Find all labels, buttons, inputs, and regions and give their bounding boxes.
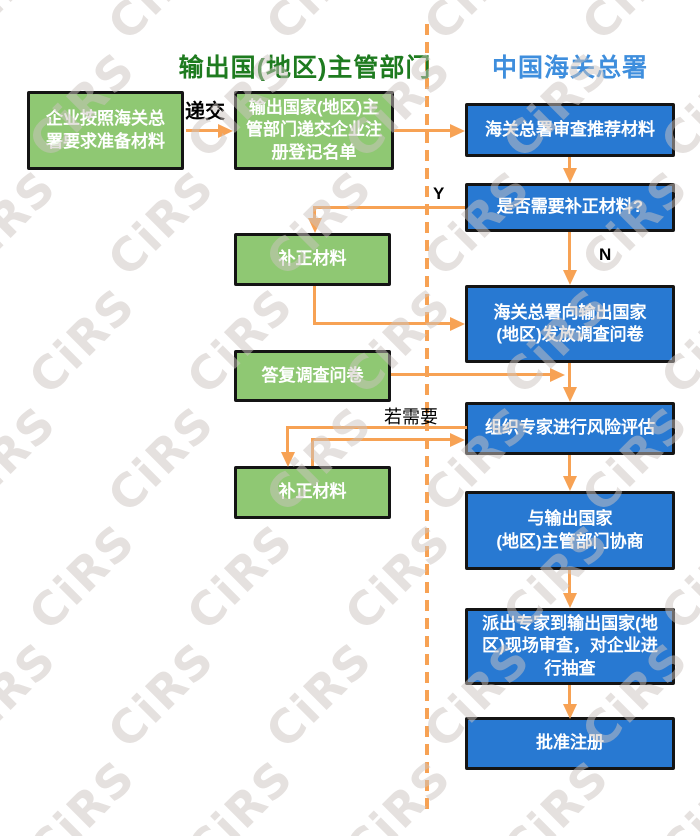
watermark-text: CiRS	[0, 159, 67, 287]
arrow-risk-ifneeded-hline	[286, 426, 467, 429]
watermark-text: CiRS	[18, 277, 146, 405]
arrow-decision-yes-hline	[313, 206, 465, 209]
arrow-risk-ifneeded-head-icon	[281, 452, 295, 467]
arrow-questionnaire-to-risk-head-icon	[563, 387, 577, 402]
watermark-text: CiRS	[255, 0, 382, 51]
arrow-onsite-to-approve-line	[568, 685, 571, 704]
arrow-review-to-decision-head-icon	[563, 168, 577, 183]
arrow-decision-no-head-icon	[563, 270, 577, 285]
arrow-supplement2-return-head-icon	[450, 433, 465, 447]
node-authority-submit-registration-list: 输出国家(地区)主 管部门递交企业注 册登记名单	[234, 91, 394, 170]
watermark-text: CiRS	[413, 0, 540, 51]
watermark-text: CiRS	[18, 749, 146, 836]
arrow-prepare-to-submit-line	[186, 129, 218, 132]
watermark-text: CiRS	[334, 513, 462, 641]
arrow-review-to-decision-line	[568, 157, 571, 168]
arrow-supplement1-out-head-icon	[450, 317, 465, 331]
node-supplement-materials-2: 补正材料	[234, 466, 391, 519]
arrow-reply-join-head-icon	[550, 368, 565, 382]
node-negotiate-with-authority: 与输出国家 (地区)主管部门协商	[465, 491, 675, 570]
arrow-submit-to-review-head-icon	[450, 124, 465, 138]
arrow-decision-yes-head-icon	[308, 218, 322, 233]
node-expert-risk-assessment: 组织专家进行风险评估	[465, 402, 675, 455]
watermark-text: CiRS	[97, 631, 225, 759]
arrow-prepare-to-submit-head-icon	[218, 124, 233, 138]
watermark-text: CiRS	[97, 159, 225, 287]
arrow-reply-join-line	[391, 373, 550, 376]
node-supplement-materials-1: 补正材料	[234, 233, 391, 286]
watermark-text: CiRS	[571, 0, 698, 51]
node-onsite-inspection-sampling: 派出专家到输出国家(地 区)现场审查，对企业进 行抽查	[465, 608, 675, 685]
edge-label-submit: 递交	[185, 101, 225, 123]
watermark-text: CiRS	[176, 749, 304, 836]
node-gacc-send-questionnaire: 海关总署向输出国家 (地区)发放调查问卷	[465, 285, 675, 363]
arrow-onsite-to-approve-head-icon	[563, 704, 577, 719]
node-need-supplement-decision: 是否需要补正材料?	[465, 183, 675, 232]
watermark-text: CiRS	[97, 395, 225, 523]
watermark-text: CiRS	[97, 0, 224, 51]
arrow-questionnaire-to-risk-line	[568, 363, 571, 387]
arrow-decision-yes-vline	[313, 206, 316, 218]
arrow-submit-to-review-line	[394, 129, 450, 132]
arrow-risk-ifneeded-vline	[286, 426, 289, 452]
edge-label-if-needed: 若需要	[384, 407, 438, 427]
watermark-text: CiRS	[18, 513, 146, 641]
arrow-decision-no-line	[568, 232, 571, 270]
edge-label-no: N	[599, 245, 612, 264]
arrow-negotiate-to-onsite-line	[568, 570, 571, 593]
arrow-supplement2-return-vline	[311, 438, 314, 466]
right-column-header: 中国海关总署	[491, 54, 648, 82]
node-reply-questionnaire: 答复调查问卷	[234, 350, 391, 402]
arrow-risk-to-negotiate-head-icon	[563, 476, 577, 491]
left-column-header: 输出国(地区)主管部门	[178, 54, 432, 82]
node-enterprise-prepare-materials: 企业按照海关总 署要求准备材料	[27, 91, 184, 170]
node-approve-registration: 批准注册	[465, 717, 675, 770]
watermark-text: CiRS	[255, 631, 383, 759]
arrow-risk-to-negotiate-line	[568, 455, 571, 476]
edge-label-yes: Y	[433, 184, 445, 203]
arrow-negotiate-to-onsite-head-icon	[563, 593, 577, 608]
watermark-text: CiRS	[0, 395, 67, 523]
column-divider-dashed-line	[425, 24, 429, 810]
node-gacc-review-materials: 海关总署审查推荐材料	[465, 103, 675, 157]
watermark-text: CiRS	[334, 749, 462, 836]
watermark-text: CiRS	[0, 0, 67, 51]
watermark-text: CiRS	[176, 513, 304, 641]
arrow-supplement2-return-hline	[311, 438, 450, 441]
arrow-supplement1-out-vline	[313, 286, 316, 325]
arrow-supplement1-out-hline	[313, 322, 450, 325]
watermark-text: CiRS	[0, 631, 67, 759]
